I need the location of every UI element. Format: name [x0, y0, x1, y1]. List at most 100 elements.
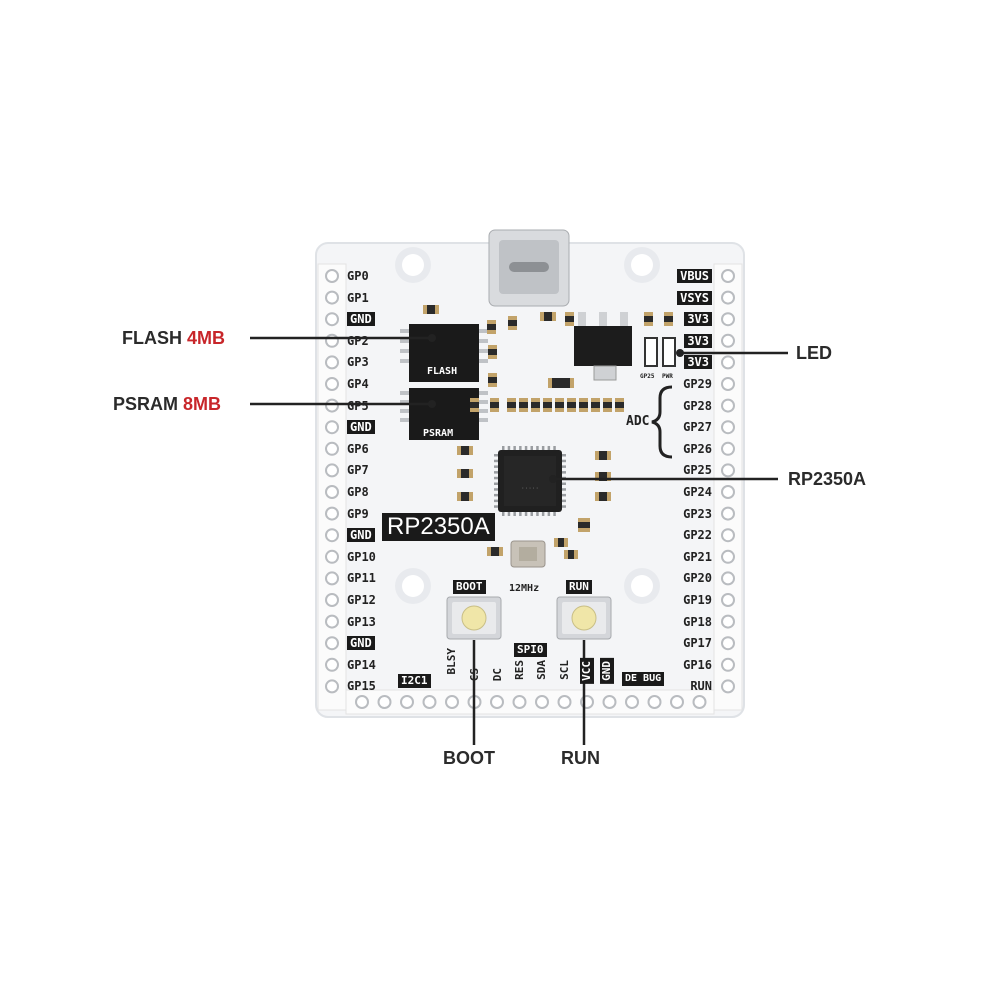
- chip-pin: [400, 349, 409, 353]
- left-pin-label: GP6: [347, 441, 369, 456]
- smd-component: [615, 398, 624, 412]
- header-pad: [325, 398, 339, 413]
- right-pin-label: GP28: [683, 398, 712, 413]
- header-pad: [325, 290, 339, 305]
- header-pad: [325, 636, 339, 651]
- header-pad: [325, 593, 339, 607]
- header-pad: [625, 695, 639, 709]
- smd-component: [595, 451, 611, 460]
- smd-component: [457, 469, 473, 478]
- chip-pin: [547, 512, 551, 516]
- i2c-label: I2C1: [398, 674, 431, 688]
- chip-pin: [494, 499, 498, 503]
- chip-pin: [494, 465, 498, 468]
- left-pin-label: GP7: [347, 463, 369, 478]
- mounting-hole: [395, 247, 431, 283]
- run-callout: RUN: [561, 748, 600, 768]
- header-pad: [721, 377, 735, 391]
- chip-pin: [479, 359, 488, 363]
- smd-component: [579, 398, 588, 412]
- header-pad: [721, 593, 735, 607]
- bottom-label-sda: SDA: [535, 660, 548, 680]
- mounting-hole: [624, 568, 660, 604]
- smd-component: [564, 550, 578, 559]
- header-pad: [721, 657, 735, 672]
- chip-pin: [536, 446, 539, 450]
- left-pin-label: GP4: [347, 377, 369, 391]
- smd-component: [457, 446, 473, 455]
- chip-pin: [494, 482, 498, 485]
- chip-pin: [562, 459, 566, 463]
- left-pin-label: GND: [347, 528, 375, 543]
- smd-component: [543, 398, 552, 412]
- right-pin-label: GP16: [683, 657, 712, 672]
- header-pad: [602, 695, 617, 709]
- right-pin-label: GP21: [683, 549, 712, 564]
- smd-component: [519, 398, 528, 412]
- chip-pin: [562, 488, 566, 491]
- chip-pin: [524, 446, 528, 450]
- mounting-hole: [624, 247, 660, 283]
- smd-component: [487, 547, 503, 556]
- right-pin-label: VSYS: [677, 290, 712, 305]
- header-pad: [325, 333, 339, 348]
- smd-component: [508, 316, 517, 330]
- right-pin-label: GP24: [683, 485, 712, 499]
- run-button[interactable]: [556, 596, 612, 640]
- header-pad: [325, 420, 339, 435]
- header-pad: [721, 528, 735, 543]
- chip-pin: [400, 339, 409, 343]
- chip-pin: [479, 418, 488, 422]
- left-pin-label: GP2: [347, 333, 369, 348]
- psram-chip-label: PSRAM: [423, 428, 454, 439]
- left-pin-label: GP9: [347, 506, 369, 521]
- header-pad: [400, 695, 414, 709]
- spi-label: SPI0: [514, 643, 547, 657]
- header-pad: [535, 695, 549, 709]
- right-pin-label: GP22: [683, 528, 712, 543]
- header-pad: [325, 571, 339, 586]
- header-pad: [512, 695, 527, 709]
- chip-pin: [536, 512, 539, 516]
- chip-pin: [513, 512, 516, 516]
- left-pin-label: GP15: [347, 679, 376, 694]
- chip-pin: [400, 418, 409, 422]
- header-pad: [325, 549, 339, 564]
- right-pin-label: GP26: [683, 441, 712, 456]
- chip-pin: [494, 476, 498, 480]
- flash-callout-label: FLASH: [122, 328, 182, 348]
- right-pin-label: GP20: [683, 571, 712, 586]
- smd-component: [567, 398, 576, 412]
- right-pin-label: 3V3: [684, 312, 712, 327]
- smd-component: [507, 398, 516, 412]
- header-pad: [721, 506, 735, 521]
- smd-component: [488, 373, 497, 387]
- chip-pin: [494, 459, 498, 463]
- header-pad: [721, 290, 735, 305]
- header-pad: [325, 377, 339, 391]
- smd-component: [490, 398, 499, 412]
- chip-pin: [519, 446, 522, 450]
- callout-lines: [250, 336, 788, 745]
- bottom-label-res: RES: [513, 660, 526, 680]
- header-pad: [670, 695, 684, 709]
- header-pad: [721, 485, 735, 499]
- chip-pin: [494, 505, 498, 508]
- smd-component: [554, 538, 568, 547]
- boot-button[interactable]: [446, 596, 502, 640]
- psram-chip: [409, 388, 479, 440]
- smd-component: [664, 312, 673, 326]
- chip-pin: [494, 454, 498, 457]
- led-callout: LED: [796, 343, 832, 363]
- led-gp25: [644, 337, 658, 367]
- bottom-label-scl: SCL: [558, 660, 571, 680]
- header-pad: [692, 695, 707, 709]
- header-pad: [721, 441, 735, 456]
- left-pin-label: GP11: [347, 571, 376, 586]
- header-pad: [355, 695, 369, 709]
- bottom-label-cs: CS: [468, 668, 481, 682]
- smd-component: [457, 492, 473, 501]
- chip-pin: [507, 446, 511, 450]
- rp2350a-chip: ·····: [498, 450, 562, 512]
